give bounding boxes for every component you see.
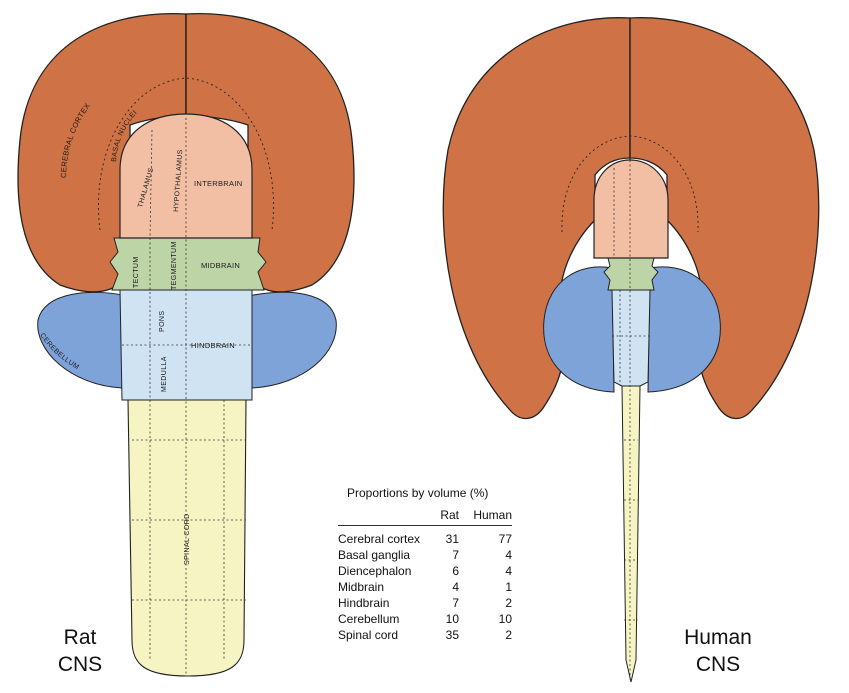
- label-tegmentum: TEGMENTUM: [171, 241, 178, 290]
- rat-cerebellum-left: [37, 291, 129, 389]
- label-hypothalamus: HYPOTHALAMUS: [173, 149, 184, 212]
- cell-human: 10: [498, 612, 512, 626]
- table-row: Hindbrain 7 2: [338, 595, 512, 611]
- rat-midbrain: [109, 237, 267, 291]
- table-row: Basal ganglia 7 4: [338, 547, 512, 563]
- table-row: Diencephalon 6 4: [338, 563, 512, 579]
- rat-caption-line2: CNS: [57, 653, 103, 676]
- proportions-title: Proportions by volume (%): [347, 486, 489, 500]
- label-medulla: MEDULLA: [161, 356, 168, 392]
- table-header-row: Rat Human: [338, 508, 512, 526]
- rat-cns-caption: Rat CNS: [40, 624, 120, 678]
- rat-interbrain: [119, 113, 253, 239]
- cell-human: 4: [505, 548, 512, 562]
- label-interbrain: INTERBRAIN: [194, 179, 242, 188]
- label-midbrain: MIDBRAIN: [201, 261, 240, 270]
- human-caption-line2: CNS: [695, 653, 741, 676]
- cell-human: 1: [505, 580, 512, 594]
- rat-cerebellum-right: [247, 291, 337, 389]
- cell-human: 2: [505, 596, 512, 610]
- cell-region: Cerebral cortex: [338, 532, 421, 546]
- rat-caption-line1: Rat: [63, 626, 97, 649]
- table-row: Cerebral cortex 31 77: [338, 526, 512, 548]
- human-caption-line1: Human: [684, 626, 752, 649]
- label-pons: PONS: [159, 311, 166, 332]
- cell-region: Basal ganglia: [338, 548, 411, 562]
- header-region: [338, 508, 439, 526]
- table-row: Cerebellum 10 10: [338, 611, 512, 627]
- human-cerebral-cortex-left: [442, 17, 631, 420]
- cell-rat: 4: [452, 580, 459, 594]
- header-human: Human: [473, 508, 512, 522]
- cell-region: Spinal cord: [338, 628, 399, 642]
- proportions-table: Proportions by volume (%) Rat Human Cere…: [338, 486, 512, 643]
- rat-cerebral-cortex-right: [185, 13, 355, 293]
- cell-region: Hindbrain: [338, 596, 390, 610]
- cell-rat: 35: [445, 628, 459, 642]
- human-midbrain: [603, 257, 659, 291]
- table-row: Spinal cord 35 2: [338, 627, 512, 643]
- cell-rat: 7: [452, 548, 459, 562]
- table-row: Midbrain 4 1: [338, 579, 512, 595]
- human-cerebellum-left: [543, 266, 615, 393]
- rat-cns: CEREBRAL CORTEX BASAL NUCLEI THALAMUS HY…: [17, 13, 355, 677]
- human-interbrain: [593, 159, 669, 259]
- human-hindbrain: [611, 289, 651, 387]
- human-spinal-cord: [621, 385, 641, 683]
- label-tectum: TECTUM: [133, 256, 140, 288]
- cell-region: Midbrain: [338, 580, 385, 594]
- human-cerebellum-right: [647, 266, 721, 393]
- label-spinal-cord: SPINAL CORD: [184, 513, 191, 565]
- cell-human: 2: [505, 628, 512, 642]
- cell-human: 4: [505, 564, 512, 578]
- cell-region: Cerebellum: [338, 612, 400, 626]
- header-rat: Rat: [440, 508, 459, 522]
- human-cerebral-cortex-right: [629, 17, 820, 420]
- cell-rat: 7: [452, 596, 459, 610]
- rat-spinal-cord: [127, 399, 247, 677]
- cell-rat: 6: [452, 564, 459, 578]
- rat-cerebral-cortex-left: [17, 13, 187, 293]
- human-cns: [442, 17, 820, 683]
- cell-region: Diencephalon: [338, 564, 412, 578]
- label-hindbrain: HINDBRAIN: [191, 341, 235, 350]
- cell-rat: 10: [445, 612, 459, 626]
- cell-rat: 31: [445, 532, 459, 546]
- cell-human: 77: [498, 532, 512, 546]
- human-cns-caption: Human CNS: [668, 624, 768, 678]
